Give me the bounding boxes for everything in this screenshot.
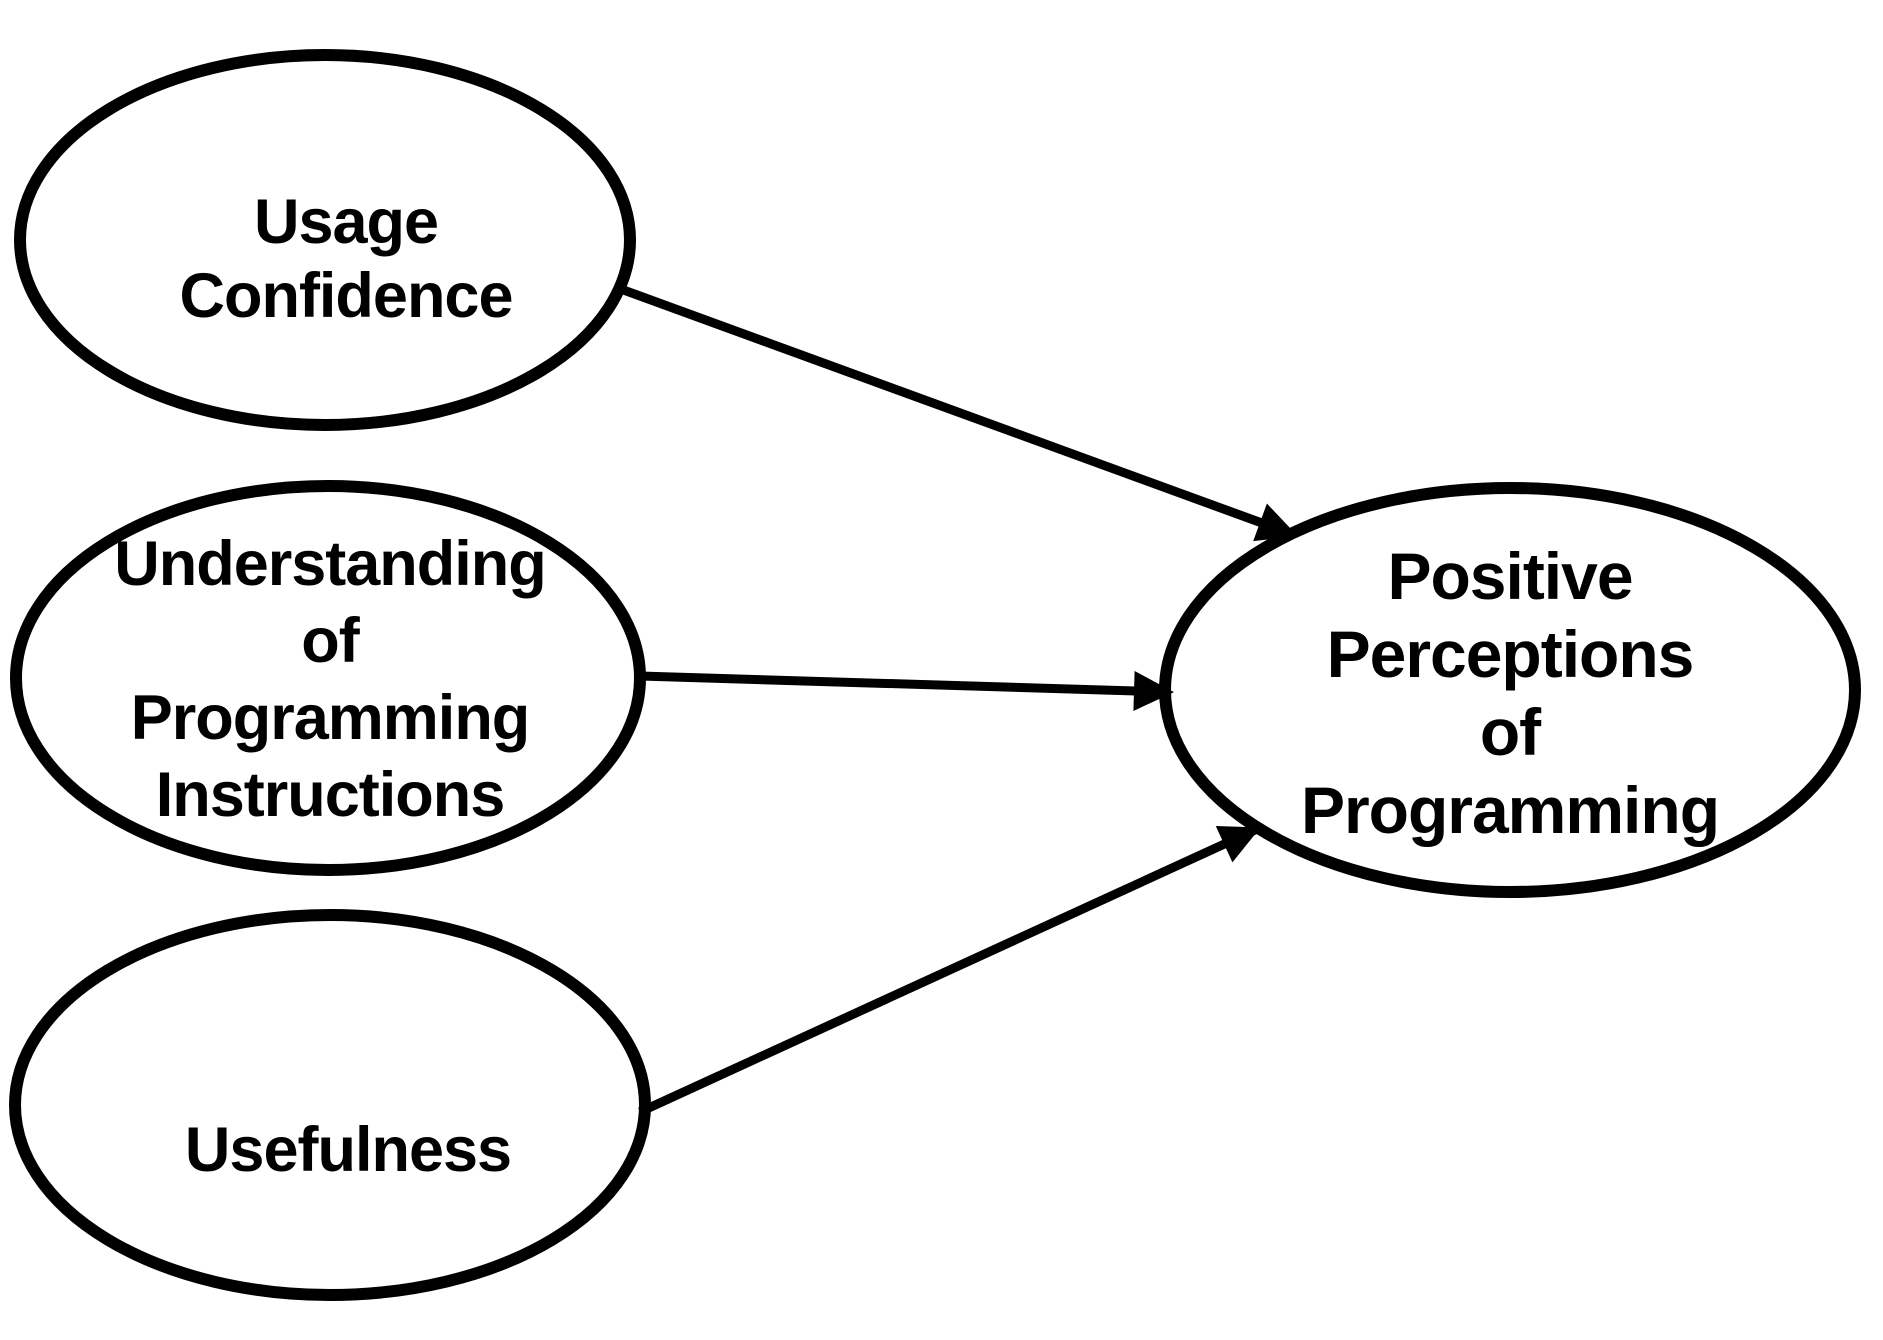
- node-positive-perceptions-of-programming: Positive Perceptions of Programming: [1159, 482, 1861, 898]
- usage-confidence-label-line1: Usage: [254, 187, 438, 257]
- edge-understanding-to-positive-perceptions: [639, 670, 1174, 711]
- positive-perceptions-label-line2: Perceptions: [1327, 617, 1694, 691]
- understanding-label-line3: Programming: [131, 683, 530, 753]
- usefulness-ellipse: [9, 909, 651, 1301]
- node-usefulness: Usefulness: [9, 909, 651, 1301]
- edges: [616, 283, 1298, 1117]
- understanding-label-line1: Understanding: [114, 529, 546, 599]
- understanding-label-line2: of: [301, 606, 360, 676]
- node-usage-confidence: Usage Confidence: [14, 49, 636, 431]
- positive-perceptions-label-line3: of: [1480, 695, 1542, 769]
- positive-perceptions-label-line4: Programming: [1301, 773, 1719, 847]
- usage-confidence-ellipse: [14, 49, 636, 431]
- usefulness-label-line1: Usefulness: [185, 1115, 511, 1185]
- edge-usage-confidence-to-positive-perceptions: [616, 283, 1298, 542]
- edge-usefulness-to-positive-perceptions: [638, 825, 1261, 1117]
- node-understanding-of-programming-instructions: Understanding of Programming Instruction…: [10, 480, 646, 876]
- usage-confidence-label-line2: Confidence: [179, 261, 512, 331]
- understanding-label-line4: Instructions: [156, 760, 505, 830]
- positive-perceptions-label-line1: Positive: [1387, 539, 1632, 613]
